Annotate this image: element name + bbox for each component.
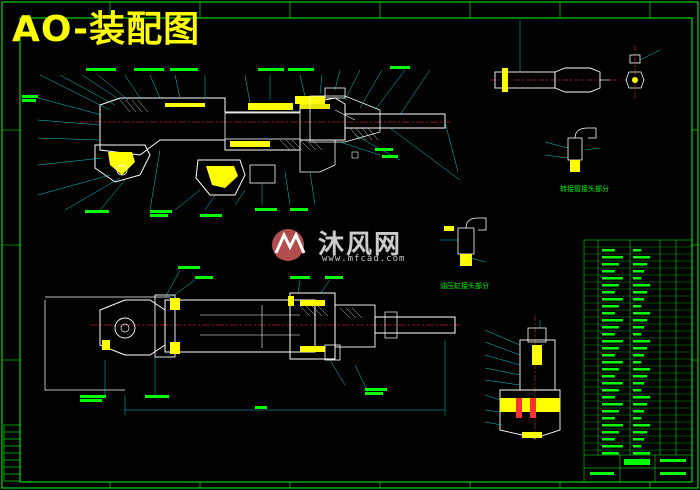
parts-list-cell-mark <box>633 445 642 448</box>
parts-list-cell-mark <box>633 438 645 441</box>
parts-list-cell-mark <box>633 396 651 399</box>
leader-lines-bottom <box>104 269 369 395</box>
elbow-detail-middle <box>440 217 487 266</box>
parts-list-cell-mark <box>602 452 619 455</box>
parts-list-cell-mark <box>602 305 619 308</box>
parts-list-cell-mark <box>602 424 623 427</box>
parts-list-cell-mark <box>602 389 619 392</box>
parts-list-cell-mark <box>633 417 642 420</box>
main-assembly-top <box>80 87 450 196</box>
watermark-brand: 沐风网 <box>318 230 403 260</box>
watermark-url: www.mfcad.com <box>322 254 406 264</box>
parts-list-table <box>583 239 693 483</box>
parts-list-cell-mark <box>633 291 648 294</box>
parts-list-cell-mark <box>602 298 623 301</box>
parts-list-cell-mark <box>633 298 645 301</box>
title-block-fill <box>590 459 686 475</box>
parts-list-cell-mark <box>633 410 645 413</box>
drawing-title: AO-装配图 <box>12 9 201 50</box>
parts-list-cell-mark <box>602 263 619 266</box>
parts-list-cell-mark <box>633 452 651 455</box>
parts-list-cell-mark <box>633 333 642 336</box>
leader-lines-top <box>37 69 461 211</box>
parts-list-cell-mark <box>602 291 615 294</box>
parts-list-cell-mark <box>633 277 642 280</box>
parts-list-cell-mark <box>602 277 623 280</box>
parts-list-cell-mark <box>633 403 648 406</box>
parts-list-cell-mark <box>602 284 619 287</box>
cylinder-assembly <box>44 292 460 415</box>
parts-list-cell-mark <box>602 319 623 322</box>
pipe-detail <box>490 20 620 93</box>
parts-list-cell-mark <box>602 361 623 364</box>
parts-list-cell-mark <box>633 361 642 364</box>
parts-list-cell-mark <box>602 445 623 448</box>
parts-list-cell-mark <box>633 312 651 315</box>
parts-list-cell-mark <box>602 312 615 315</box>
end-view-detail <box>625 45 661 100</box>
parts-list-cell-mark <box>633 424 651 427</box>
parts-list-cell-mark <box>602 249 615 252</box>
parts-list-cell-mark <box>633 347 648 350</box>
caption-elbow-connection: 转接管接头部分 <box>560 185 609 193</box>
elbow-detail-top <box>544 127 601 172</box>
parts-list-cell-mark <box>602 270 615 273</box>
parts-list-cell-mark <box>633 368 651 371</box>
part-callouts-top <box>22 66 410 217</box>
parts-list-cell-mark <box>602 347 619 350</box>
parts-list-cell-mark <box>602 333 615 336</box>
parts-list-cell-mark <box>602 431 619 434</box>
parts-list-cell-mark <box>602 368 619 371</box>
mfcad-logo-icon <box>272 229 306 261</box>
parts-list-cell-mark <box>633 270 645 273</box>
part-callouts-bottom <box>80 266 387 402</box>
parts-list-cell-mark <box>633 284 651 287</box>
parts-list-cell-mark <box>633 382 645 385</box>
parts-list-cell-mark <box>633 256 651 259</box>
revision-block <box>3 424 21 482</box>
parts-list-cell-mark <box>602 326 619 329</box>
valve-detail <box>484 315 561 440</box>
parts-list-cell-mark <box>633 263 648 266</box>
parts-list-cell-mark <box>633 249 642 252</box>
parts-list-cell-mark <box>602 417 615 420</box>
parts-list-cell-mark <box>633 305 642 308</box>
parts-list-cell-mark <box>633 431 648 434</box>
caption-cylinder-connection: 油压缸接头部分 <box>440 282 489 290</box>
parts-list-cell-mark <box>602 382 623 385</box>
parts-list-cell-mark <box>633 340 651 343</box>
parts-list-cell-mark <box>633 389 642 392</box>
parts-list-cell-mark <box>602 438 615 441</box>
parts-list-cell-mark <box>633 326 645 329</box>
parts-list-cell-mark <box>602 410 619 413</box>
parts-list-rows <box>584 246 692 455</box>
parts-list-cell-mark <box>633 354 645 357</box>
parts-list-cell-mark <box>602 396 615 399</box>
parts-list-cell-mark <box>602 354 615 357</box>
parts-list-cell-mark <box>633 375 648 378</box>
parts-list-cell-mark <box>602 340 623 343</box>
parts-list-cell-mark <box>602 375 615 378</box>
parts-list-cell-mark <box>602 403 623 406</box>
parts-list-cell-mark <box>602 256 623 259</box>
parts-list-cell-mark <box>633 319 648 322</box>
